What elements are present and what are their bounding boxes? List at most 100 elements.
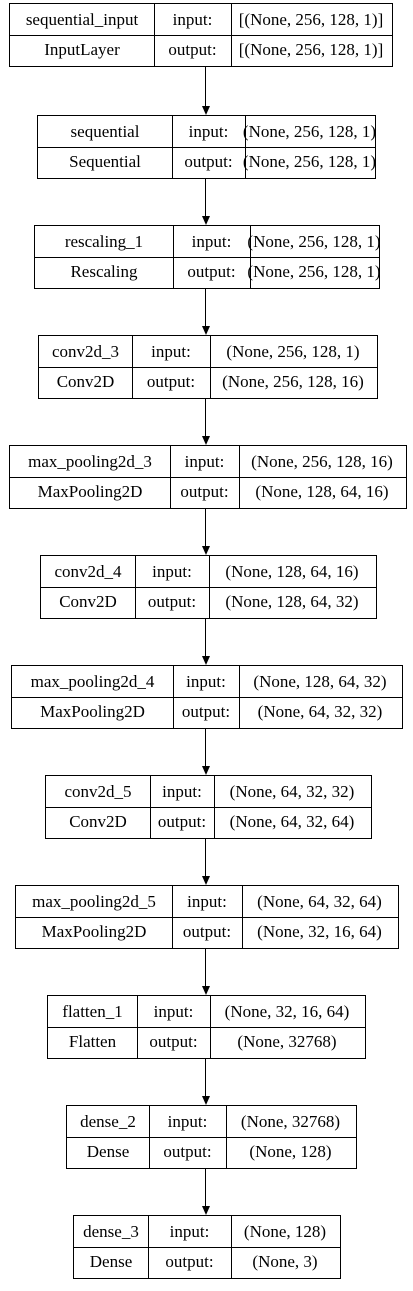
- arrow-head-icon: [202, 1206, 210, 1215]
- arrow-head-icon: [202, 216, 210, 225]
- layer-type: Conv2D: [69, 812, 127, 832]
- input-label: input:: [186, 671, 226, 691]
- layer-name: conv2d_3: [51, 341, 120, 361]
- layer-name: conv2d_4: [54, 561, 122, 581]
- input-shape: (None, 64, 32, 32): [229, 781, 355, 801]
- output-shape: (None, 128): [249, 1142, 332, 1162]
- layer-name: sequential_input: [25, 9, 139, 29]
- row-divider: [38, 146, 375, 148]
- arrow-shaft: [205, 619, 206, 657]
- arrow-shaft: [205, 949, 206, 987]
- layer-name: dense_3: [83, 1221, 139, 1241]
- input-label: input:: [153, 1001, 194, 1021]
- connector-arrow: [202, 67, 210, 115]
- connector-arrow: [202, 179, 210, 225]
- output-shape: (None, 256, 128, 16): [222, 372, 364, 392]
- input-shape: (None, 128, 64, 16): [225, 561, 359, 581]
- output-shape: (None, 256, 128, 1): [247, 262, 381, 282]
- arrow-shaft: [205, 839, 206, 877]
- output-shape: (None, 128, 64, 16): [255, 482, 389, 502]
- layer-type: Conv2D: [56, 372, 115, 392]
- row-divider: [74, 1246, 340, 1248]
- input-shape: (None, 128): [243, 1221, 327, 1241]
- arrow-shaft: [205, 67, 206, 107]
- output-shape: (None, 32768): [237, 1032, 337, 1052]
- output-label: output:: [147, 592, 197, 612]
- arrow-shaft: [205, 289, 206, 327]
- output-shape: (None, 3): [252, 1252, 318, 1272]
- connector-arrow: [202, 1169, 210, 1215]
- output-label: output:: [184, 152, 233, 172]
- input-label: input:: [184, 451, 225, 471]
- arrow-shaft: [205, 1169, 206, 1207]
- arrow-head-icon: [202, 766, 210, 775]
- layer-name: conv2d_5: [64, 781, 132, 801]
- layer-name: max_pooling2d_3: [28, 451, 152, 471]
- row-divider: [35, 256, 379, 258]
- layer-name: rescaling_1: [64, 231, 144, 251]
- output-label: output:: [181, 702, 231, 722]
- arrow-shaft: [205, 729, 206, 767]
- input-shape: (None, 64, 32, 64): [257, 891, 382, 911]
- row-divider: [12, 696, 402, 698]
- input-label: input:: [172, 9, 213, 29]
- output-label: output:: [146, 372, 196, 392]
- row-divider: [41, 586, 376, 588]
- arrow-head-icon: [202, 326, 210, 335]
- arrow-shaft: [205, 179, 206, 217]
- connector-arrow: [202, 289, 210, 335]
- arrow-shaft: [205, 1059, 206, 1097]
- input-shape: [(None, 256, 128, 1)]: [238, 9, 384, 29]
- output-shape: (None, 64, 32, 64): [229, 812, 355, 832]
- output-shape: (None, 32, 16, 64): [257, 922, 382, 942]
- layer-type: Rescaling: [70, 262, 138, 282]
- arrow-head-icon: [202, 546, 210, 555]
- row-divider: [16, 916, 398, 918]
- output-label: output:: [165, 1252, 214, 1272]
- input-shape: (None, 32768): [240, 1111, 341, 1131]
- output-shape: [(None, 256, 128, 1)]: [238, 40, 384, 60]
- input-shape: (None, 128, 64, 32): [253, 671, 387, 691]
- output-label: output:: [182, 922, 232, 942]
- arrow-head-icon: [202, 656, 210, 665]
- output-shape: (None, 128, 64, 32): [225, 592, 359, 612]
- layer-type: MaxPooling2D: [37, 482, 143, 502]
- layer-type: InputLayer: [44, 40, 120, 60]
- output-label: output:: [157, 812, 207, 832]
- output-shape: (None, 256, 128, 1): [242, 152, 377, 172]
- row-divider: [10, 34, 392, 36]
- input-label: input:: [162, 781, 202, 801]
- layer-type: Conv2D: [59, 592, 117, 612]
- row-divider: [39, 366, 377, 368]
- arrow-head-icon: [202, 1096, 210, 1105]
- connector-arrow: [202, 949, 210, 995]
- arrow-shaft: [205, 509, 206, 547]
- connector-arrow: [202, 399, 210, 445]
- input-label: input:: [151, 341, 191, 361]
- arrow-shaft: [205, 399, 206, 437]
- layer-name: max_pooling2d_4: [30, 671, 155, 691]
- input-label: input:: [169, 1221, 210, 1241]
- input-shape: (None, 256, 128, 1): [242, 121, 377, 141]
- row-divider: [10, 476, 406, 478]
- output-shape: (None, 64, 32, 32): [257, 702, 383, 722]
- output-label: output:: [187, 262, 236, 282]
- output-label: output:: [163, 1142, 212, 1162]
- input-label: input:: [191, 231, 232, 251]
- connector-arrow: [202, 1059, 210, 1105]
- connector-arrow: [202, 839, 210, 885]
- input-shape: (None, 256, 128, 16): [251, 451, 393, 471]
- layer-type: MaxPooling2D: [41, 922, 147, 942]
- input-label: input:: [167, 1111, 208, 1131]
- input-shape: (None, 256, 128, 1): [247, 231, 381, 251]
